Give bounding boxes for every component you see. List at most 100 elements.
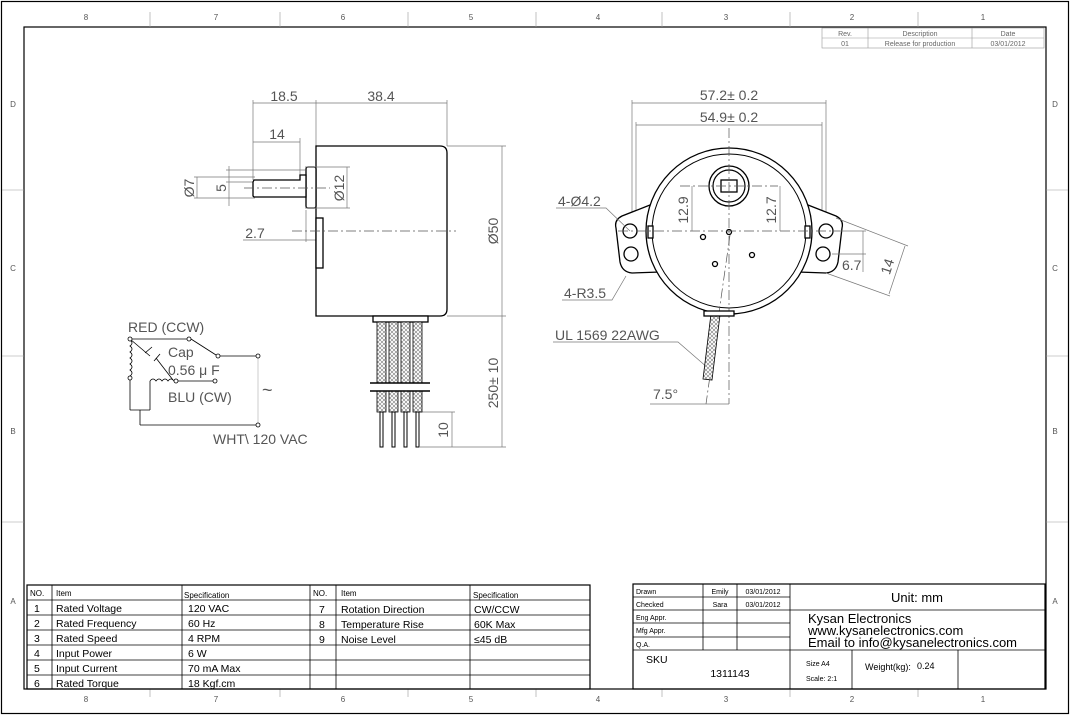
spec-number: 3 bbox=[34, 633, 40, 645]
spec-item: Rated Speed bbox=[56, 633, 117, 645]
capacitor-label: Cap bbox=[168, 344, 194, 360]
dim-lead-length: 250± 10 bbox=[485, 358, 501, 409]
wire-spec-label: UL 1569 22AWG bbox=[555, 327, 660, 343]
drawing-scale: Scale: 2:1 bbox=[806, 676, 837, 683]
spec-value: 70 mA Max bbox=[188, 663, 241, 675]
front-view: 57.2± 0.2 54.9± 0.2 12.9 12.7 6.7 1 bbox=[553, 87, 909, 405]
spec-value: 6 W bbox=[188, 648, 207, 660]
dim-right-offset: 12.7 bbox=[763, 196, 779, 223]
wire-red-label: RED (CCW) bbox=[128, 319, 204, 335]
spec-item: Input Power bbox=[56, 648, 113, 660]
dim-corner-radius: 4-R3.5 bbox=[564, 285, 606, 301]
wire-blu-label: BLU (CW) bbox=[168, 389, 232, 405]
revision-cell: 03/01/2012 bbox=[990, 41, 1025, 48]
zone-column-label: 1 bbox=[981, 13, 986, 22]
zone-column-label: 6 bbox=[341, 13, 346, 22]
dim-shaft-total: 18.5 bbox=[270, 88, 297, 104]
zone-column-label: 4 bbox=[596, 695, 601, 704]
dim-hub-offset: 2.7 bbox=[245, 225, 265, 241]
side-view: 18.5 38.4 14 Ø7 5 2.7 Ø12 Ø50 250± 10 bbox=[181, 88, 506, 448]
company-email: Email to info@kysanelectronics.com bbox=[808, 635, 1017, 650]
revision-header: Date bbox=[1001, 31, 1016, 38]
spec-number: 6 bbox=[34, 678, 40, 690]
spec-number: 5 bbox=[34, 663, 40, 675]
revision-cell: 01 bbox=[841, 41, 849, 48]
zone-row-label: B bbox=[1052, 427, 1057, 436]
sheet-size: Size A4 bbox=[806, 661, 830, 668]
dim-inner-width: 54.9± 0.2 bbox=[700, 109, 758, 125]
dim-hole-spacing: 6.7 bbox=[842, 257, 862, 273]
dim-strip-length: 10 bbox=[435, 422, 451, 438]
zone-row-label: A bbox=[10, 597, 16, 606]
revision-header: Rev. bbox=[838, 31, 852, 38]
spec-number: 4 bbox=[34, 648, 40, 660]
dim-hub-diameter: Ø12 bbox=[331, 175, 347, 202]
spec-item: Rated Torque bbox=[56, 678, 119, 690]
company-name: Kysan Electronics bbox=[808, 611, 912, 626]
lead-wires bbox=[370, 321, 430, 448]
spec-header: Specification bbox=[473, 591, 518, 600]
spec-item: Rated Voltage bbox=[56, 603, 122, 615]
spec-item: Temperature Rise bbox=[341, 619, 424, 631]
spec-value: ≤45 dB bbox=[474, 634, 507, 646]
spec-value: 18 Kgf.cm bbox=[188, 678, 236, 690]
spec-number: 2 bbox=[34, 618, 40, 630]
approval-name: Sara bbox=[713, 602, 728, 609]
wiring-diagram bbox=[127, 336, 261, 428]
zone-column-label: 2 bbox=[850, 13, 855, 22]
spec-header: NO. bbox=[30, 589, 44, 598]
dim-shaft-flat: 5 bbox=[213, 184, 229, 192]
weight-label: Weight(kg): bbox=[865, 662, 911, 672]
spec-header: NO. bbox=[313, 589, 327, 598]
zone-row-label: D bbox=[1052, 100, 1058, 109]
spec-value: 120 VAC bbox=[188, 603, 230, 615]
approval-role: Eng Appr. bbox=[636, 615, 666, 622]
zone-row-label: C bbox=[10, 264, 16, 273]
spec-value: 60 Hz bbox=[188, 618, 215, 630]
company-website: www.kysanelectronics.com bbox=[807, 623, 963, 638]
zone-column-label: 2 bbox=[850, 695, 855, 704]
spec-header: Specification bbox=[184, 591, 229, 600]
ac-source-icon: ~ bbox=[262, 380, 273, 400]
spec-value: CW/CCW bbox=[474, 604, 520, 616]
spec-number: 8 bbox=[319, 619, 325, 631]
approval-role: Mfg Appr. bbox=[636, 628, 666, 635]
zone-column-label: 6 bbox=[341, 695, 346, 704]
spec-item: Input Current bbox=[56, 663, 117, 675]
dim-outer-width: 57.2± 0.2 bbox=[700, 87, 758, 103]
zone-column-label: 8 bbox=[84, 13, 89, 22]
approval-date: 03/01/2012 bbox=[745, 589, 780, 596]
zone-column-label: 7 bbox=[214, 695, 219, 704]
dim-shaft-diameter: Ø7 bbox=[181, 178, 197, 197]
unit-label: Unit: mm bbox=[891, 590, 943, 605]
zone-column-label: 4 bbox=[596, 13, 601, 22]
zone-row-label: A bbox=[1052, 597, 1058, 606]
spec-header: Item bbox=[56, 589, 72, 598]
spec-number: 1 bbox=[34, 603, 40, 615]
dim-wire-angle: 7.5° bbox=[653, 386, 678, 402]
spec-item: Noise Level bbox=[341, 634, 396, 646]
spec-header: Item bbox=[341, 589, 357, 598]
spec-number: 7 bbox=[319, 604, 325, 616]
zone-column-label: 1 bbox=[981, 695, 986, 704]
zone-column-label: 8 bbox=[84, 695, 89, 704]
approval-date: 03/01/2012 bbox=[745, 602, 780, 609]
spec-item: Rotation Direction bbox=[341, 604, 425, 616]
spec-value: 60K Max bbox=[474, 619, 516, 631]
sku-label: SKU bbox=[646, 654, 668, 666]
wire-wht-label: WHT\ 120 VAC bbox=[213, 431, 308, 447]
title-block: Unit: mm Kysan Electronics www.kysanelec… bbox=[632, 583, 1046, 690]
dim-mount-holes: 4-Ø4.2 bbox=[558, 193, 601, 209]
dim-left-offset: 12.9 bbox=[675, 196, 691, 223]
approval-role: Q.A. bbox=[636, 642, 650, 649]
zone-column-label: 3 bbox=[724, 13, 729, 22]
capacitor-value: 0.56 μ F bbox=[168, 362, 220, 378]
zone-column-label: 5 bbox=[469, 13, 474, 22]
spec-number: 9 bbox=[319, 634, 325, 646]
approval-role: Drawn bbox=[636, 589, 656, 596]
spec-value: 4 RPM bbox=[188, 633, 220, 645]
